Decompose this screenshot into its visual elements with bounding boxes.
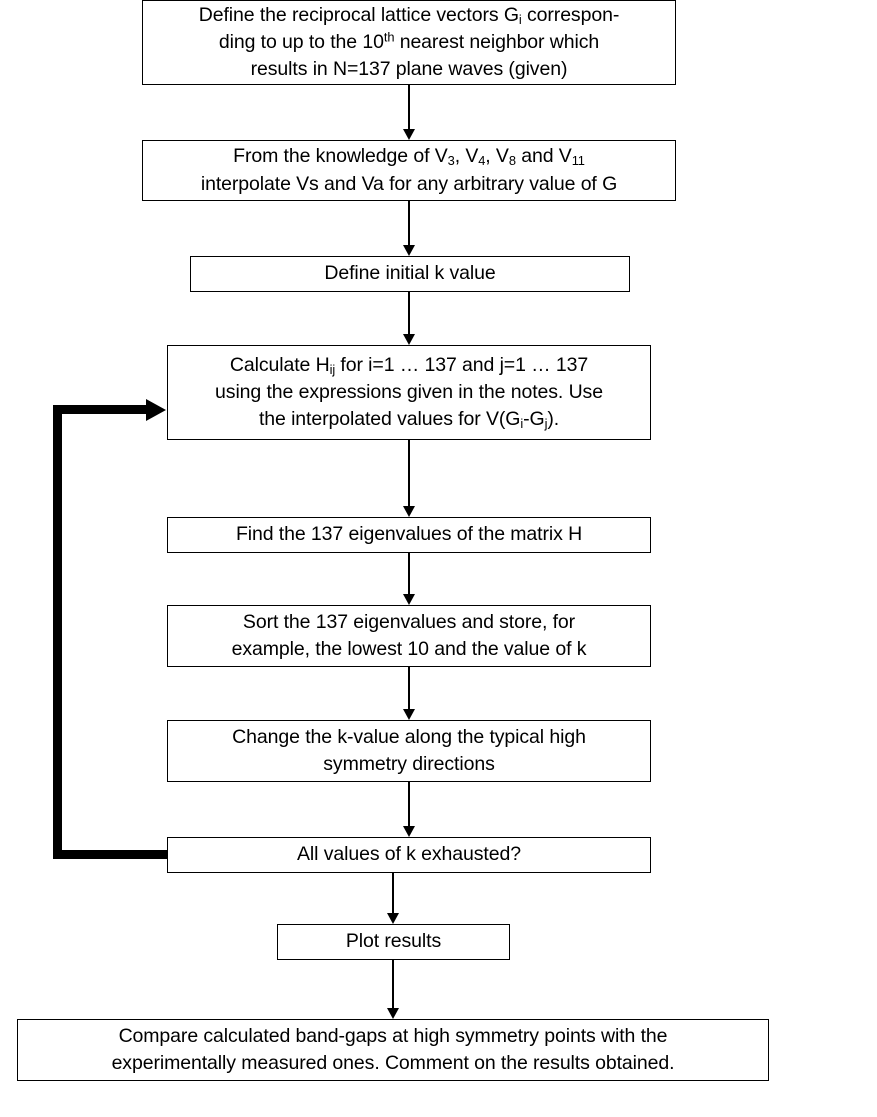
arrow-stem [392, 873, 394, 915]
arrow-head [402, 826, 415, 837]
arrow-head [386, 1008, 399, 1019]
arrow-stem [392, 960, 394, 1010]
feedback-bottom-segment [53, 850, 169, 859]
define-initial-k-value-text: Define initial k value [324, 262, 496, 285]
plot-results-box: Plot results [277, 924, 510, 960]
feedback-arrow-head [146, 398, 166, 421]
compare-band-gaps-box: Compare calculated band-gaps at high sym… [17, 1019, 769, 1081]
define-reciprocal-lattice-vectors-text: Define the reciprocal lattice vectors Gi… [198, 3, 620, 81]
arrow-stem [408, 85, 410, 131]
arrow-head [402, 334, 415, 345]
find-eigenvalues-box: Find the 137 eigenvalues of the matrix H [167, 517, 651, 553]
define-reciprocal-lattice-vectors-box: Define the reciprocal lattice vectors Gi… [142, 0, 676, 85]
arrow-stem [408, 553, 410, 596]
calculate-hamiltonian-box: Calculate Hij for i=1 … 137 and j=1 … 13… [167, 345, 651, 440]
define-initial-k-value-box: Define initial k value [190, 256, 630, 292]
arrow-head [402, 245, 415, 256]
feedback-vertical-segment [53, 405, 62, 859]
change-k-value-text: Change the k-value along the typical hig… [232, 725, 586, 775]
arrow-head [402, 506, 415, 517]
change-k-value-box: Change the k-value along the typical hig… [167, 720, 651, 782]
all-k-exhausted-decision-box: All values of k exhausted? [167, 837, 651, 873]
arrow-head [402, 594, 415, 605]
interpolate-form-factors-box: From the knowledge of V3, V4, V8 and V11… [142, 140, 676, 201]
arrow-head [402, 709, 415, 720]
arrow-stem [408, 292, 410, 336]
compare-band-gaps-text: Compare calculated band-gaps at high sym… [111, 1024, 675, 1074]
arrow-stem [408, 440, 410, 508]
find-eigenvalues-text: Find the 137 eigenvalues of the matrix H [235, 523, 583, 546]
arrow-head [402, 129, 415, 140]
feedback-top-segment [53, 405, 148, 414]
interpolate-form-factors-text: From the knowledge of V3, V4, V8 and V11… [200, 145, 618, 195]
all-k-exhausted-text: All values of k exhausted? [297, 843, 521, 866]
arrow-stem [408, 782, 410, 828]
arrow-stem [408, 667, 410, 711]
arrow-head [386, 913, 399, 924]
arrow-stem [408, 201, 410, 247]
plot-results-text: Plot results [345, 930, 442, 953]
calculate-hamiltonian-text: Calculate Hij for i=1 … 137 and j=1 … 13… [215, 353, 603, 431]
